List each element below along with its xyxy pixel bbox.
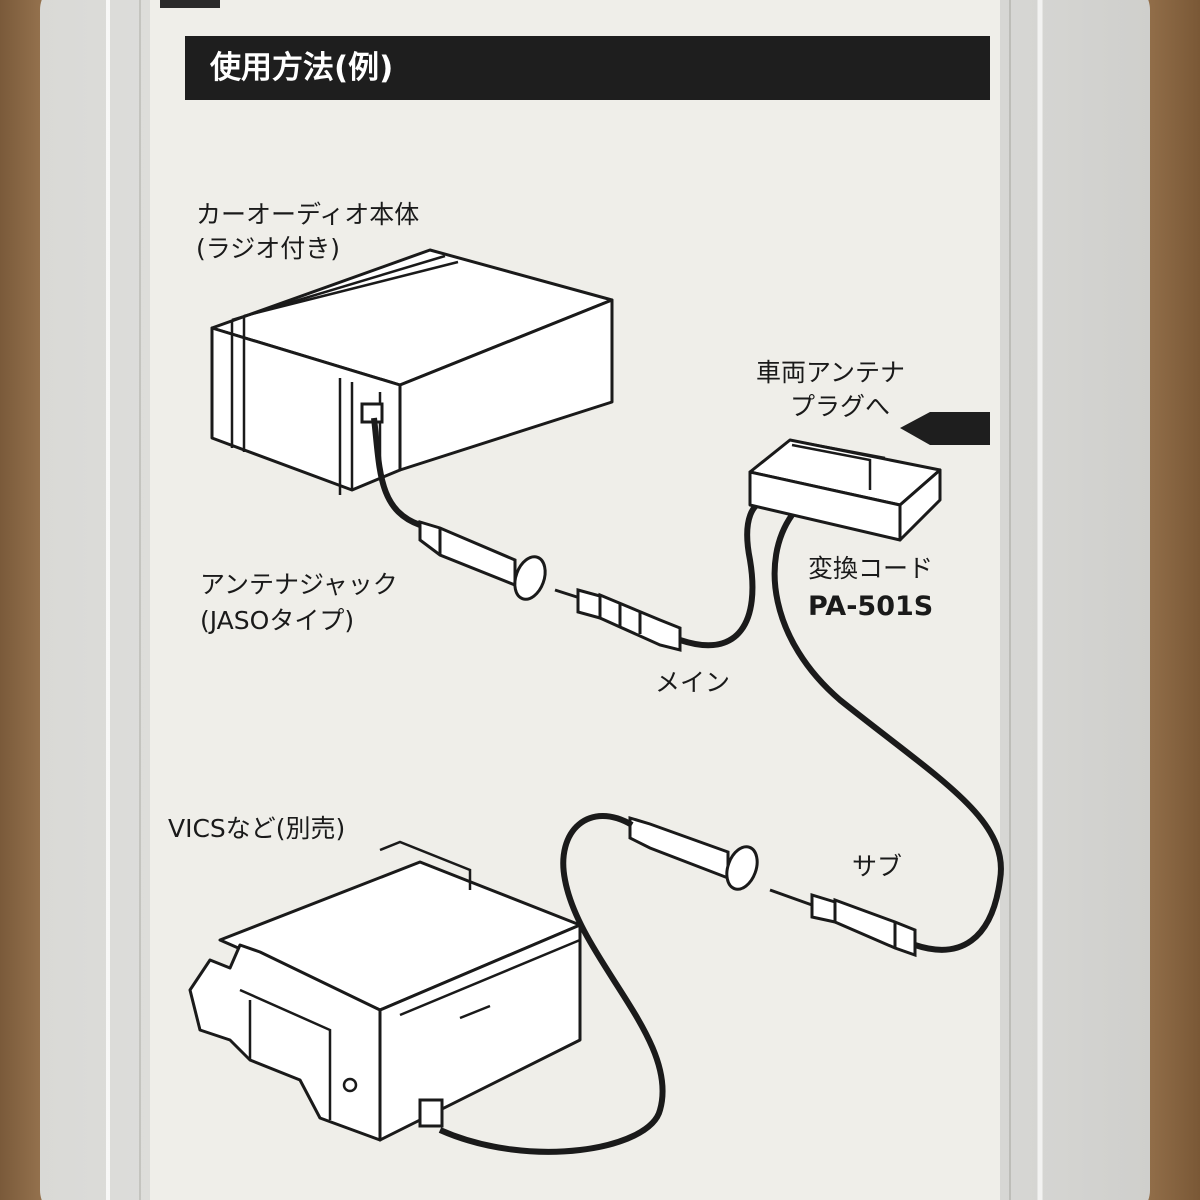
label-main: メイン bbox=[655, 668, 731, 697]
label-vehicle-plug-to: プラグへ bbox=[790, 392, 891, 421]
label-antenna-jack-type: (JASOタイプ) bbox=[200, 606, 355, 635]
vics-unit bbox=[188, 860, 582, 1142]
adapter-block bbox=[748, 438, 942, 542]
label-vics: VICSなど(別売) bbox=[168, 814, 346, 843]
sub-plug bbox=[769, 888, 917, 958]
vehicle-plug-arrow-icon bbox=[900, 412, 990, 445]
audio-cable bbox=[371, 417, 422, 528]
sub-cable bbox=[771, 513, 1004, 953]
label-adapter-model: PA-501S bbox=[808, 591, 934, 622]
label-antenna-jack: アンテナジャック bbox=[200, 570, 398, 599]
vics-cable bbox=[438, 813, 666, 1155]
vics-jack bbox=[628, 815, 759, 891]
section-title: 使用方法(例) bbox=[210, 50, 394, 86]
vics-antenna-port bbox=[418, 1098, 444, 1128]
section-banner bbox=[150, 36, 990, 100]
label-car-audio: カーオーディオ本体 bbox=[196, 200, 420, 229]
antenna-jack bbox=[418, 519, 547, 601]
label-vehicle-plug: 車両アンテナ bbox=[756, 358, 906, 387]
label-car-audio-radio: (ラジオ付き) bbox=[196, 234, 341, 263]
main-plug bbox=[554, 588, 682, 652]
label-adapter: 変換コード bbox=[808, 554, 934, 583]
label-sub: サブ bbox=[852, 852, 903, 881]
